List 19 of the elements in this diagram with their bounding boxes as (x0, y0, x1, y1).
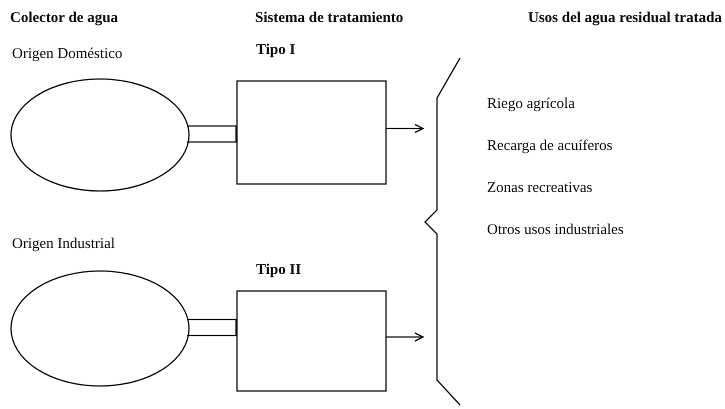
double-line-connector (186, 125, 237, 143)
treatment-node (236, 262, 386, 392)
source-title: Origen Industrial (12, 236, 115, 253)
arrow (386, 124, 424, 134)
double-line-connector (186, 318, 237, 336)
source-node (10, 236, 190, 388)
source-node (10, 46, 190, 192)
source-title: Origen Doméstico (12, 46, 122, 63)
treatment-node (236, 42, 386, 184)
column-heading: Sistema de tratamiento (255, 10, 404, 27)
use-item: Recarga de acuíferos (487, 138, 612, 155)
use-item: Otros usos industriales (487, 222, 624, 239)
column-heading: Colector de agua (10, 10, 118, 27)
treatment-title: Tipo II (256, 262, 302, 279)
column-heading: Usos del agua residual tratada (528, 10, 722, 27)
use-item: Zonas recreativas (487, 180, 592, 197)
treatment-title: Tipo I (256, 42, 296, 59)
arrow (386, 332, 424, 342)
use-item: Riego agrícola (487, 96, 575, 113)
